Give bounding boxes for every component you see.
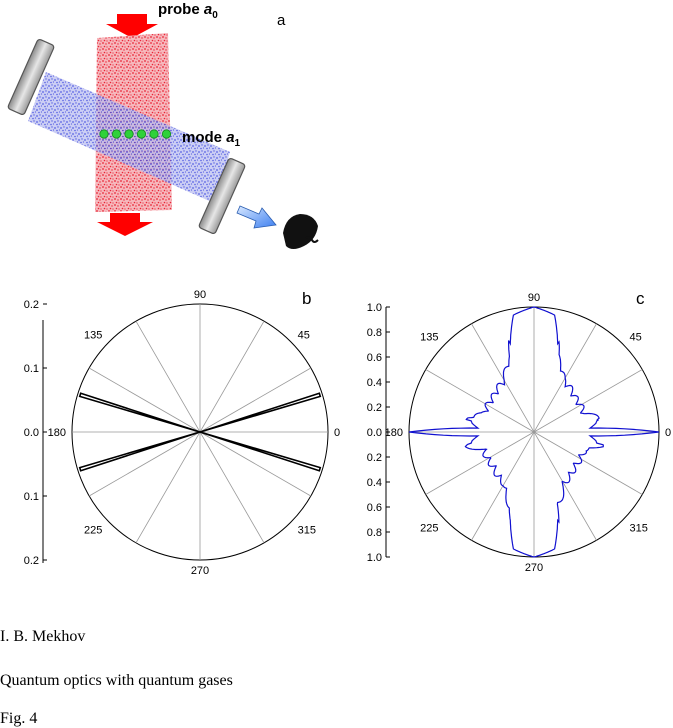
radial-tick-label: 1.0	[367, 302, 382, 314]
output-arrow-icon	[236, 205, 277, 229]
radial-scale: 1.0 0.8 0.6 0.4 0.2 0.0 0.2 0.4 0.6 0.8 1.0	[367, 302, 390, 564]
atom-1	[99, 129, 109, 139]
atom-5	[149, 129, 159, 139]
atom-3	[124, 129, 134, 139]
radial-tick-label: 0.6	[367, 502, 382, 514]
probe-arrow-bottom-icon	[97, 213, 153, 236]
atom-2	[111, 129, 122, 139]
mirror-left-icon	[7, 38, 55, 116]
caption-title: Quantum optics with quantum gases	[0, 672, 233, 689]
lobe-line	[78, 431, 201, 472]
panel-a-label: a	[277, 12, 286, 29]
radial-tick-label: 0.2	[367, 402, 382, 414]
panel-b-polar-chart: 0.2 0.1 0.0 0.1 0.2 0 45 90 135 180 225 270 315 b	[24, 289, 340, 577]
radial-tick-label: 0.4	[367, 377, 382, 389]
probe-arrow-top-icon	[106, 14, 158, 38]
radial-tick-label: 0.1	[24, 491, 39, 503]
panel-a: probe a0 mode a1 a	[7, 1, 319, 249]
angle-label-180: 180	[385, 427, 403, 439]
lobe-line	[199, 431, 322, 472]
atom-row	[99, 129, 172, 139]
series-lines	[78, 392, 322, 472]
lobe-line	[78, 392, 201, 433]
angle-label-270: 270	[525, 562, 543, 574]
atom-4	[136, 129, 147, 139]
angle-label-90: 90	[528, 292, 540, 304]
angle-label-135: 135	[420, 332, 438, 344]
angle-label-90: 90	[194, 289, 206, 301]
angle-label-135: 135	[84, 329, 102, 341]
angle-labels: 0 45 90 135 180 225 270 315	[385, 292, 671, 574]
radial-tick-label: 0.6	[367, 352, 382, 364]
radial-tick-label: 0.8	[367, 527, 382, 539]
photodetector-icon	[283, 214, 319, 249]
radial-tick-label: 0.0	[24, 427, 39, 439]
panel-c-label: c	[636, 289, 645, 308]
radial-tick-label: 1.0	[367, 552, 382, 564]
lobe-line	[199, 392, 322, 433]
caption-author: I. B. Mekhov	[0, 628, 86, 645]
radial-tick-label: 0.0	[367, 427, 382, 439]
grid-spoke	[425, 369, 643, 495]
radiation-pattern-line	[408, 306, 660, 558]
polar-grid	[408, 306, 660, 558]
probe-label: probe a0	[158, 1, 218, 21]
radial-tick-label: 0.2	[367, 452, 382, 464]
mirror-right-icon	[198, 157, 246, 235]
angle-label-225: 225	[420, 522, 438, 534]
atom-6	[161, 129, 172, 139]
radial-tick-label: 0.8	[367, 327, 382, 339]
angle-label-45: 45	[298, 329, 310, 341]
series-lines	[408, 306, 660, 558]
panel-b-label: b	[302, 289, 311, 308]
angle-label-45: 45	[629, 332, 641, 344]
angle-labels: 0 45 90 135 180 225 270 315	[48, 289, 340, 577]
radial-tick-label: 0.4	[367, 477, 382, 489]
angle-label-0: 0	[665, 427, 671, 439]
caption-figure: Fig. 4	[0, 710, 38, 727]
angle-label-225: 225	[84, 525, 102, 537]
angle-label-315: 315	[629, 522, 647, 534]
angle-label-0: 0	[334, 427, 340, 439]
angle-label-180: 180	[48, 427, 66, 439]
angle-label-315: 315	[298, 525, 316, 537]
mode-label: mode a1	[182, 129, 241, 149]
radial-tick-label: 0.2	[24, 555, 39, 567]
radial-tick-label: 0.1	[24, 363, 39, 375]
radial-tick-label: 0.2	[24, 299, 39, 311]
panel-c-polar-chart: 1.0 0.8 0.6 0.4 0.2 0.0 0.2 0.4 0.6 0.8 1.0 0 45 90 1…	[367, 289, 671, 574]
radial-scale: 0.2 0.1 0.0 0.1 0.2	[24, 299, 47, 567]
angle-label-270: 270	[191, 565, 209, 577]
